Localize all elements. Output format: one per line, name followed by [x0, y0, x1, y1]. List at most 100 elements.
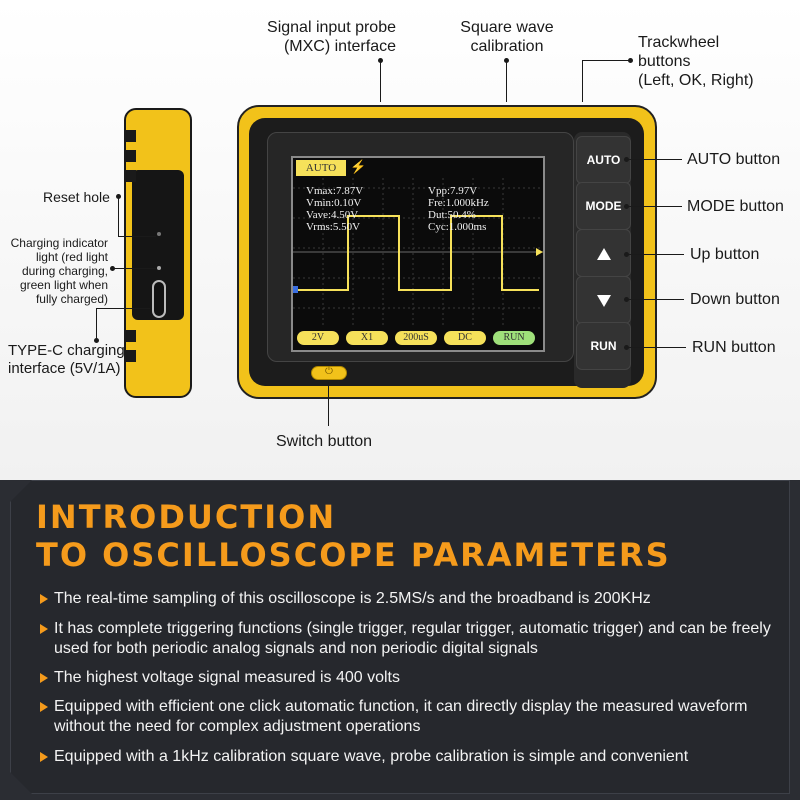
intro-bullet-text: Equipped with a 1kHz calibration square … [54, 748, 689, 765]
run-leader [626, 347, 686, 348]
reset-leader [118, 196, 119, 236]
run-leader-dot [624, 345, 629, 350]
probe-label-line1: Signal input probe [267, 19, 396, 36]
side-grip-5 [126, 350, 136, 362]
charging-line5: fully charged) [35, 292, 108, 306]
charging-line2: light (red light [35, 250, 108, 264]
charging-indicator-label: Charging indicator light (red light duri… [4, 236, 108, 306]
probe-leader-dot [378, 58, 383, 63]
charging-leader [112, 268, 156, 269]
side-grip-3 [126, 170, 136, 182]
charging-leader-dot [110, 266, 115, 271]
intro-title-line2: TO OSCILLOSCOPE PARAMETERS [36, 536, 671, 574]
cyc-readout: Cyc:1.000ms [428, 221, 487, 233]
reset-leader-dot [116, 194, 121, 199]
typec-leader-dot [94, 338, 99, 343]
trackwheel-label: Trackwheel buttons (Left, OK, Right) [638, 33, 788, 90]
up-button[interactable] [576, 229, 631, 277]
auto-leader-dot [624, 157, 629, 162]
bullet-arrow-icon [40, 702, 48, 712]
side-grip-2 [126, 150, 136, 162]
typec-leader-h [96, 308, 150, 309]
square-leader [506, 60, 507, 102]
intro-bullet-text: Equipped with efficient one click automa… [54, 698, 748, 735]
time-div-pill: 200uS [395, 331, 437, 345]
down-leader-dot [624, 297, 629, 302]
typec-line1: TYPE-C charging [8, 342, 125, 359]
bullet-arrow-icon [40, 624, 48, 634]
up-arrow-icon [596, 247, 611, 260]
auto-button[interactable]: AUTO [576, 136, 631, 184]
reset-label: Reset hole [43, 189, 110, 205]
square-wave-trace [297, 215, 539, 291]
vmax-readout: Vmax:7.87V [306, 185, 364, 197]
charging-line1: Charging indicator [10, 236, 108, 250]
auto-mode-tab: AUTO [296, 160, 346, 176]
down-button-label: Down button [690, 291, 780, 308]
typec-leader-v [96, 308, 97, 340]
switch-button[interactable] [311, 366, 347, 380]
probe-label: Signal input probe (MXC) interface [248, 18, 396, 56]
intro-bullet-1: The real-time sampling of this oscillosc… [40, 589, 780, 609]
probe-leader [380, 60, 381, 102]
switch-button-label: Switch button [276, 433, 373, 450]
intro-bullet-3: The highest voltage signal measured is 4… [40, 668, 780, 688]
auto-button-label: AUTO button [687, 151, 781, 168]
square-label-line2: calibration [470, 38, 544, 55]
waveform-graph [293, 178, 543, 328]
vave-readout: Vave:4.50V [306, 209, 359, 221]
intro-panel [10, 480, 790, 794]
reset-leader-h [118, 236, 156, 237]
intro-title-line1: INTRODUCTION [36, 498, 337, 536]
vrms-readout: Vrms:5.50V [306, 221, 361, 233]
trackwheel-leader-v [582, 60, 583, 102]
trackwheel-leader-dot [628, 58, 633, 63]
side-grip-4 [126, 330, 136, 342]
run-button-label: RUN button [692, 339, 776, 356]
reset-hole [157, 232, 161, 236]
bullet-arrow-icon [40, 752, 48, 762]
charging-indicator-light [157, 266, 161, 270]
square-label-line1: Square wave [460, 19, 554, 36]
mode-leader-dot [624, 204, 629, 209]
mode-button-label: MODE button [687, 198, 784, 215]
trackwheel-label-line1: Trackwheel [638, 34, 720, 51]
fre-readout: Fre:1.000kHz [428, 197, 489, 209]
typec-line2: interface (5V/1A) [8, 360, 121, 377]
up-leader [626, 254, 684, 255]
vpp-readout: Vpp:7.97V [428, 185, 478, 197]
intro-bullet-text: It has complete triggering functions (si… [54, 620, 771, 657]
intro-bullet-4: Equipped with efficient one click automa… [40, 697, 780, 737]
side-grip-1 [126, 130, 136, 142]
bullet-arrow-icon [40, 594, 48, 604]
square-leader-dot [504, 58, 509, 63]
mode-leader [626, 206, 682, 207]
dut-readout: Dut:50.4% [428, 209, 476, 221]
trackwheel-label-line3: (Left, OK, Right) [638, 72, 754, 89]
intro-bullet-5: Equipped with a 1kHz calibration square … [40, 747, 780, 767]
coupling-pill: DC [444, 331, 486, 345]
probe-mult-pill: X1 [346, 331, 388, 345]
mode-button[interactable]: MODE [576, 182, 631, 230]
trigger-icon: ⚡ [350, 159, 367, 174]
bullet-arrow-icon [40, 673, 48, 683]
trackwheel-label-line2: buttons [638, 53, 691, 70]
square-label: Square wave calibration [452, 18, 562, 56]
intro-bullet-2: It has complete triggering functions (si… [40, 619, 780, 659]
auto-leader [626, 159, 682, 160]
down-button[interactable] [576, 276, 631, 324]
down-arrow-icon [596, 294, 611, 307]
volts-div-pill: 2V [297, 331, 339, 345]
intro-bullet-text: The highest voltage signal measured is 4… [54, 669, 400, 686]
power-icon: ⏻ [325, 366, 333, 377]
down-leader [626, 299, 684, 300]
intro-bullet-text: The real-time sampling of this oscillosc… [54, 590, 651, 607]
typec-label: TYPE-C charging interface (5V/1A) [8, 342, 128, 378]
oscilloscope-screen [291, 156, 545, 352]
run-button[interactable]: RUN [576, 322, 631, 370]
trackwheel-leader-h [582, 60, 630, 61]
up-leader-dot [624, 252, 629, 257]
probe-label-line2: (MXC) interface [283, 38, 396, 55]
vmin-readout: Vmin:0.10V [306, 197, 362, 209]
charging-line4: green light when [19, 278, 108, 292]
